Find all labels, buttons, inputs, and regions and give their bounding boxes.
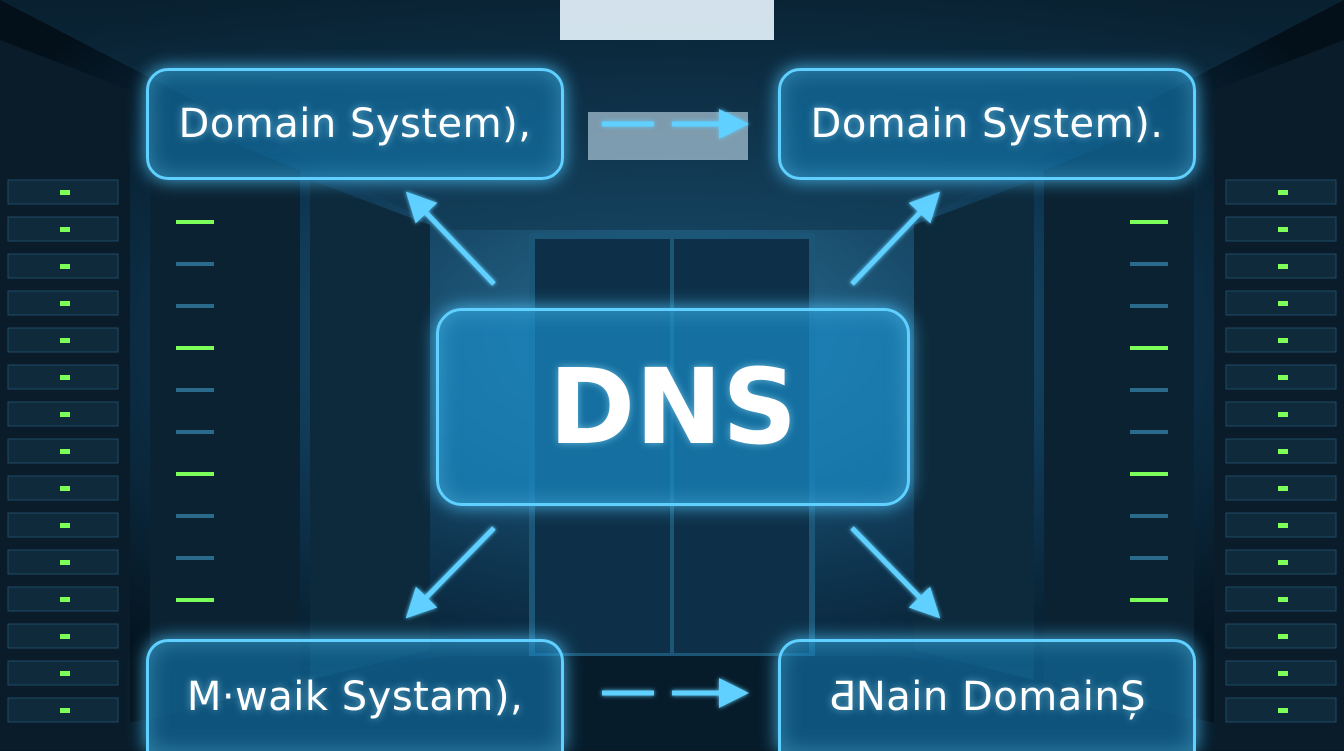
server-led [176, 262, 214, 266]
ceiling-light [560, 0, 774, 40]
server-led [1278, 375, 1288, 380]
server-led [1278, 338, 1288, 343]
server-led [60, 449, 70, 454]
server-led [176, 388, 214, 392]
server-led [1278, 227, 1288, 232]
server-led [60, 338, 70, 343]
server-led [60, 190, 70, 195]
node-top-left-label: Domain System), [178, 101, 532, 147]
server-led [60, 264, 70, 269]
node-center-dns: DNS [436, 308, 910, 506]
server-led [60, 671, 70, 676]
node-center-label: DNS [548, 346, 798, 468]
rack-unit [7, 216, 119, 242]
server-led [1130, 388, 1168, 392]
server-led [1130, 472, 1168, 476]
server-led [176, 598, 214, 602]
server-led [1130, 430, 1168, 434]
server-led [1278, 190, 1288, 195]
node-top-left: Domain System), [146, 68, 564, 180]
ceiling-light [588, 112, 748, 160]
server-led [176, 472, 214, 476]
server-led [1278, 634, 1288, 639]
server-led [60, 708, 70, 713]
server-led [1278, 523, 1288, 528]
node-bottom-right: ƋNain DomainȘ [778, 639, 1196, 751]
server-led [1278, 264, 1288, 269]
server-led [60, 412, 70, 417]
server-led [1278, 301, 1288, 306]
server-led [1130, 304, 1168, 308]
server-led [1278, 597, 1288, 602]
server-led [1130, 346, 1168, 350]
server-led [60, 375, 70, 380]
server-led [1130, 220, 1168, 224]
server-led [1130, 262, 1168, 266]
server-led [1278, 708, 1288, 713]
server-led [1278, 449, 1288, 454]
node-top-right: Domain System). [778, 68, 1196, 180]
server-led [60, 634, 70, 639]
server-led [1130, 556, 1168, 560]
server-led [1278, 486, 1288, 491]
server-led [176, 304, 214, 308]
server-led [1278, 671, 1288, 676]
server-led [1130, 514, 1168, 518]
server-led [60, 486, 70, 491]
node-top-right-label: Domain System). [810, 101, 1164, 147]
server-led [176, 514, 214, 518]
server-led [176, 220, 214, 224]
server-led [1278, 412, 1288, 417]
server-led [60, 523, 70, 528]
server-led [60, 560, 70, 565]
server-led [176, 556, 214, 560]
node-bottom-left: M·waik Systam), [146, 639, 564, 751]
node-bottom-left-label: M·waik Systam), [186, 673, 524, 720]
server-led [176, 430, 214, 434]
server-led [1278, 560, 1288, 565]
server-led [1130, 598, 1168, 602]
server-led [60, 301, 70, 306]
server-led [60, 597, 70, 602]
node-bottom-right-label: ƋNain DomainȘ [827, 673, 1147, 720]
server-led [176, 346, 214, 350]
server-led [60, 227, 70, 232]
rack-unit [1225, 512, 1337, 538]
